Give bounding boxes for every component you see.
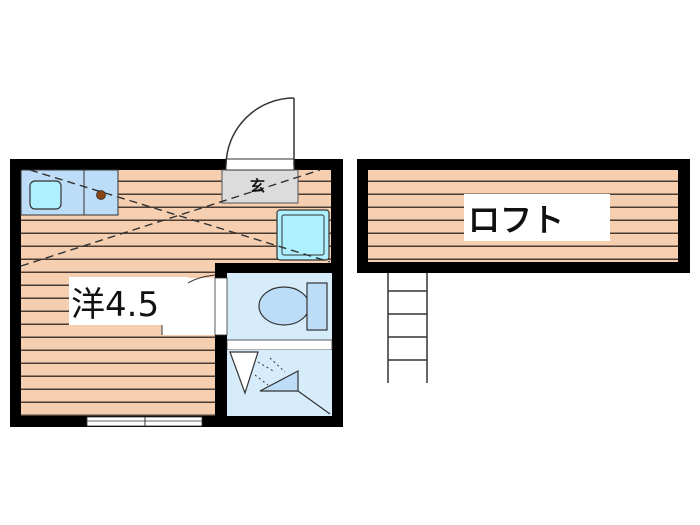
stove-icon bbox=[96, 190, 106, 200]
shower-icon bbox=[259, 370, 299, 392]
main-room-label: 洋4.5 bbox=[69, 277, 188, 325]
kitchen-sink-icon bbox=[29, 180, 62, 210]
door-swing-icon bbox=[225, 97, 295, 167]
washer-icon bbox=[276, 209, 330, 261]
loft bbox=[357, 159, 690, 273]
toilet-icon bbox=[258, 286, 310, 326]
main-unit bbox=[10, 97, 343, 427]
toilet-tank bbox=[306, 282, 328, 331]
sink-icon bbox=[229, 351, 259, 395]
entrance-door bbox=[225, 158, 295, 171]
bathroom-door bbox=[214, 277, 228, 336]
entrance-label: 玄 bbox=[250, 177, 266, 195]
loft-label: ロフト bbox=[464, 194, 610, 241]
ladder-icon bbox=[387, 273, 428, 383]
